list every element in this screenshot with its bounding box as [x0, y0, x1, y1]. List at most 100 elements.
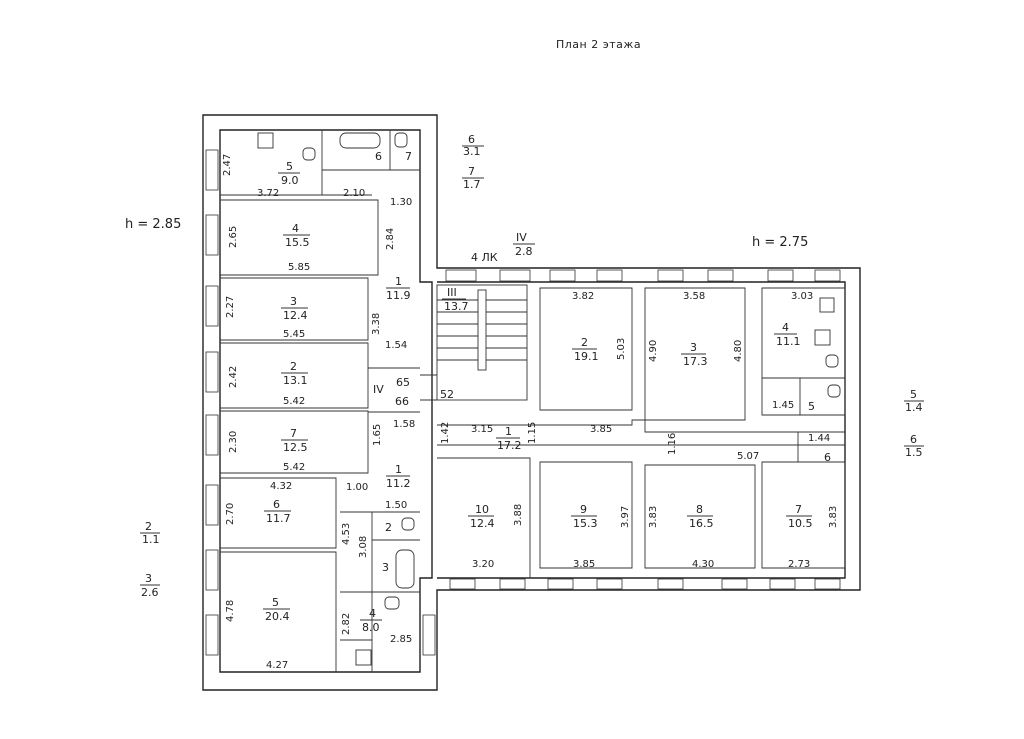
svg-text:4.53: 4.53: [341, 523, 352, 545]
svg-text:7: 7: [795, 503, 802, 516]
svg-text:1.4: 1.4: [905, 401, 923, 414]
fixtures: [257, 132, 841, 666]
svg-text:6: 6: [375, 150, 382, 163]
plan-title: План 2 этажа: [556, 38, 641, 51]
svg-text:3.20: 3.20: [472, 559, 494, 570]
room-IV-label: IV2.8: [513, 231, 535, 258]
svg-text:III: III: [447, 286, 457, 299]
svg-text:1.30: 1.30: [390, 197, 412, 208]
svg-text:1.58: 1.58: [393, 419, 415, 430]
svg-text:5: 5: [910, 388, 917, 401]
svg-text:3: 3: [690, 341, 697, 354]
room-4b-label: 48.0: [360, 607, 382, 634]
svg-text:8.0: 8.0: [362, 621, 380, 634]
svg-text:12.4: 12.4: [470, 517, 495, 530]
svg-text:1.15: 1.15: [527, 422, 538, 444]
svg-text:7: 7: [468, 165, 475, 178]
svg-text:2: 2: [581, 336, 588, 349]
svg-text:4: 4: [292, 222, 299, 235]
svg-text:1.54: 1.54: [385, 340, 407, 351]
svg-text:5: 5: [272, 596, 279, 609]
room-4r-label: 411.1: [774, 321, 801, 348]
svg-text:8: 8: [696, 503, 703, 516]
svg-text:6: 6: [273, 498, 280, 511]
room-1-label: 111.9: [386, 275, 411, 302]
svg-text:3.38: 3.38: [371, 313, 382, 335]
svg-text:5.45: 5.45: [283, 329, 305, 340]
room-2-label: 213.1: [281, 360, 308, 387]
svg-text:5.07: 5.07: [737, 451, 759, 462]
svg-text:2.30: 2.30: [228, 431, 239, 453]
svg-text:7: 7: [290, 427, 297, 440]
svg-text:66: 66: [395, 395, 409, 408]
svg-text:3.15: 3.15: [471, 424, 493, 435]
svg-text:3.72: 3.72: [257, 188, 279, 199]
svg-text:3.85: 3.85: [573, 559, 595, 570]
svg-text:3.03: 3.03: [791, 291, 813, 302]
svg-text:1: 1: [395, 275, 402, 288]
svg-text:2.6: 2.6: [141, 586, 159, 599]
svg-text:17.2: 17.2: [497, 439, 522, 452]
svg-text:3.88: 3.88: [513, 504, 524, 526]
svg-text:2: 2: [385, 521, 392, 534]
svg-text:13.7: 13.7: [444, 300, 469, 313]
room-7r-label: 710.5: [786, 503, 813, 530]
svg-text:1.7: 1.7: [463, 178, 481, 191]
svg-text:11.1: 11.1: [776, 335, 801, 348]
corridor-label: 4 ЛК: [471, 251, 498, 264]
svg-text:4: 4: [369, 607, 376, 620]
svg-text:1.16: 1.16: [667, 433, 678, 455]
svg-text:4: 4: [782, 321, 789, 334]
height-right: h = 2.75: [752, 235, 808, 250]
svg-text:1.00: 1.00: [346, 482, 368, 493]
svg-text:6: 6: [468, 133, 475, 146]
svg-text:4.90: 4.90: [648, 340, 659, 362]
svg-text:10.5: 10.5: [788, 517, 813, 530]
svg-text:4.30: 4.30: [692, 559, 714, 570]
svg-text:19.1: 19.1: [574, 350, 599, 363]
svg-text:17.3: 17.3: [683, 355, 708, 368]
room-7b-label: 712.5: [281, 427, 308, 454]
room-6b-label: 611.7: [264, 498, 291, 525]
svg-text:2.73: 2.73: [788, 559, 810, 570]
right-block-partitions: [437, 287, 846, 578]
left-windows: [205, 149, 436, 656]
svg-text:15.3: 15.3: [573, 517, 598, 530]
svg-text:1.65: 1.65: [372, 424, 383, 446]
misc-labels: 5 6 2 3 65 66 52 IV: [373, 376, 831, 574]
svg-text:3.85: 3.85: [590, 424, 612, 435]
top-windows: [445, 269, 841, 282]
svg-text:4.27: 4.27: [266, 660, 288, 671]
svg-text:2.10: 2.10: [343, 188, 365, 199]
svg-text:52: 52: [440, 388, 454, 401]
svg-text:5.42: 5.42: [283, 396, 305, 407]
svg-text:2.47: 2.47: [222, 154, 233, 176]
svg-text:3.08: 3.08: [358, 536, 369, 558]
svg-text:4.78: 4.78: [225, 600, 236, 622]
svg-text:3.58: 3.58: [683, 291, 705, 302]
svg-text:13.1: 13.1: [283, 374, 308, 387]
svg-text:9.0: 9.0: [281, 174, 299, 187]
svg-text:2.84: 2.84: [385, 228, 396, 250]
svg-text:3: 3: [290, 295, 297, 308]
svg-text:2: 2: [290, 360, 297, 373]
room-1r-label: 117.2: [496, 425, 522, 452]
svg-text:IV: IV: [516, 231, 527, 244]
svg-text:1.1: 1.1: [142, 533, 160, 546]
svg-text:4.32: 4.32: [270, 481, 292, 492]
svg-text:5: 5: [286, 160, 293, 173]
svg-text:1.5: 1.5: [905, 446, 923, 459]
outside-area-labels: 63.1 71.7 21.1 32.6 51.4 61.5: [140, 133, 924, 599]
svg-text:5: 5: [808, 400, 815, 413]
svg-text:5.03: 5.03: [616, 338, 627, 360]
room-5b-label: 520.4: [263, 596, 290, 623]
svg-text:7: 7: [405, 150, 412, 163]
svg-text:12.5: 12.5: [283, 441, 308, 454]
room-6-label: 6: [375, 150, 382, 163]
room-4-label: 415.5: [283, 222, 310, 249]
svg-text:2.8: 2.8: [515, 245, 533, 258]
svg-text:2.70: 2.70: [225, 503, 236, 525]
svg-text:65: 65: [396, 376, 410, 389]
svg-text:2.27: 2.27: [225, 296, 236, 318]
